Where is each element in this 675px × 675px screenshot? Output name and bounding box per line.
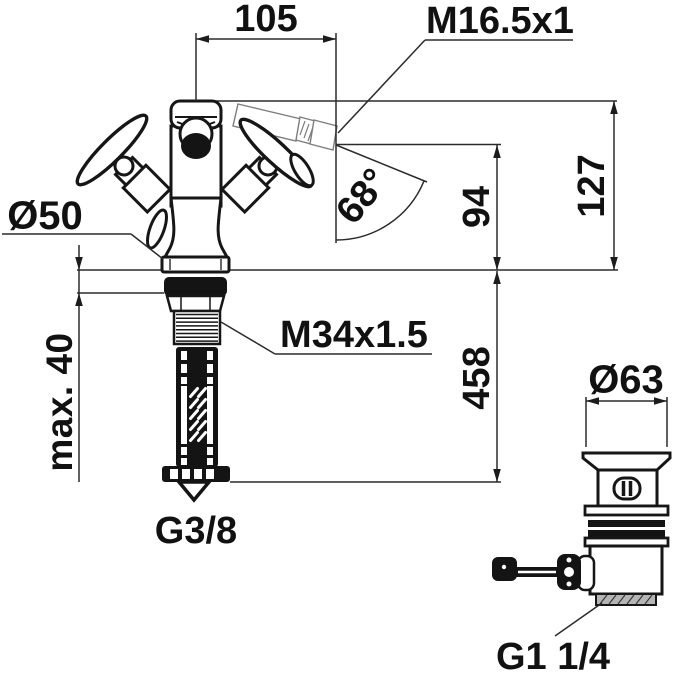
locknut: [164, 277, 227, 296]
dimension-max-thickness: max. 40: [39, 245, 83, 482]
arrowhead: [75, 257, 83, 270]
leader-line: [130, 233, 164, 260]
label-waste-connection: G1 1/4: [496, 602, 610, 675]
angle-leg: [335, 144, 428, 183]
leader-line: [337, 39, 426, 134]
waste-valve-drawing: [492, 451, 672, 606]
total-height-label: 127: [571, 154, 613, 217]
rod-knob-dot: [501, 564, 507, 570]
left-handle-hub: [113, 155, 135, 177]
waste-seal-band: [588, 530, 665, 537]
arrowhead: [493, 469, 501, 482]
faucet-body-drawing: [75, 99, 315, 346]
leader-line: [220, 321, 276, 355]
label-spout-thread: M16.5x1: [337, 0, 574, 134]
spout-tip-aerator: [309, 119, 338, 151]
waste-diameter-label: Ø63: [588, 358, 664, 402]
hose-length-label: 458: [456, 346, 498, 409]
overflow-port: [612, 476, 642, 501]
waste-seal-band: [588, 520, 665, 527]
supply-hose-drawing: [162, 347, 230, 503]
left-cross-handle: [75, 113, 149, 187]
clevis-hole: [564, 567, 574, 577]
spout-height-label: 94: [456, 186, 498, 228]
waste-mid-flange: [583, 504, 670, 517]
base-flange: [160, 255, 231, 274]
arrowhead: [493, 271, 501, 284]
left-handle-stem: [113, 155, 173, 215]
angle-arc: [335, 180, 425, 241]
hose-braid-hatching: [189, 387, 207, 442]
right-handle-prong: [289, 152, 315, 188]
hex-adapter: [165, 294, 226, 313]
arrowhead: [654, 397, 667, 405]
outlet-dark-fill: [181, 133, 211, 159]
shank-thread-lines: [176, 313, 218, 342]
faucet-column: [162, 196, 230, 259]
supply-connection-label: G3/8: [155, 510, 237, 552]
dimension-waste-diameter: Ø63: [585, 358, 668, 447]
dimension-spout-reach: 105: [195, 0, 337, 243]
arrowhead: [196, 35, 209, 43]
waste-outlet-thread: [595, 593, 657, 606]
spout-tube: [232, 103, 302, 142]
hose-ladder-slots: [181, 351, 213, 465]
arrowhead: [493, 145, 501, 158]
dimension-total-height: 127: [571, 101, 618, 270]
reference-lines: [77, 100, 618, 483]
arrowhead: [610, 257, 618, 270]
hose-connector-cone: [175, 480, 213, 503]
dimension-spout-height: 94: [456, 144, 501, 270]
threaded-shank: [172, 309, 222, 346]
spout-angle-label: 68°: [328, 161, 397, 232]
waste-connection-label: G1 1/4: [496, 636, 610, 675]
arrowhead: [75, 293, 83, 306]
arrowhead: [610, 101, 618, 114]
dimension-hose-length: 458: [456, 271, 501, 482]
arrowhead: [323, 35, 336, 43]
arrowhead: [493, 257, 501, 270]
swivel-spout-drawing: [232, 103, 338, 151]
hose-nut-slots: [170, 469, 214, 479]
angle-spout: 68°: [328, 144, 428, 241]
waste-thread-hatching: [599, 594, 653, 605]
max-thickness-label: max. 40: [39, 332, 80, 471]
leader-line: [554, 602, 603, 637]
dim-spout-reach-label: 105: [234, 0, 297, 40]
clevis-hole-small: [566, 557, 572, 563]
base-diameter-label: Ø50: [7, 194, 83, 238]
clevis-hole-small: [566, 581, 572, 587]
waste-valve-body: [588, 544, 664, 596]
label-base-diameter: Ø50: [2, 194, 164, 260]
spout-thread-label: M16.5x1: [426, 0, 574, 42]
shank-thread-label: M34x1.5: [280, 314, 428, 356]
label-shank-thread: M34x1.5: [220, 314, 432, 356]
arrowhead: [586, 397, 599, 405]
left-handle-prong: [146, 208, 168, 250]
